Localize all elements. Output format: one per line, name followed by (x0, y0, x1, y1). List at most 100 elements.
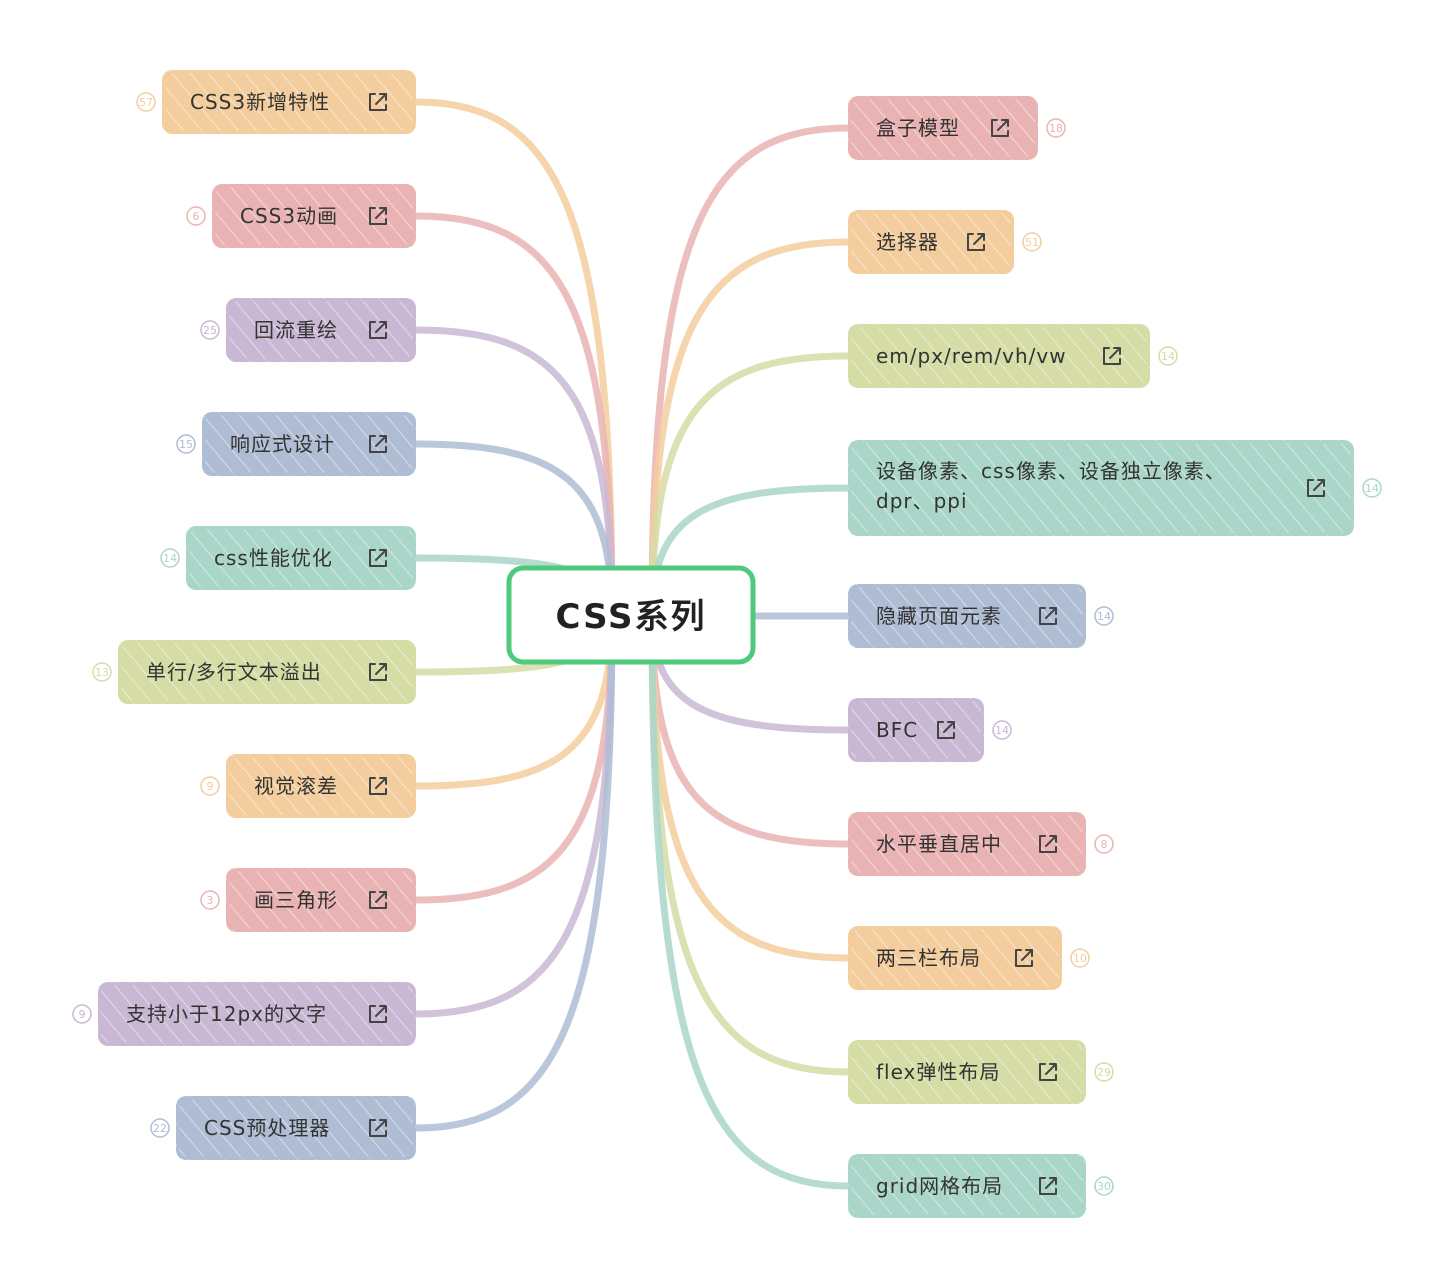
connector-preprocessor (412, 611, 616, 1132)
topic-label: 单行/多行文本溢出 (146, 660, 322, 684)
topic-label: BFC (876, 718, 918, 742)
child-count-text: 14 (995, 724, 1009, 737)
child-count-badge[interactable]: 51 (1022, 232, 1042, 252)
child-count-badge[interactable]: 22 (150, 1118, 170, 1138)
child-count-badge[interactable]: 3 (200, 890, 220, 910)
topic-label: 画三角形 (254, 888, 338, 912)
root-topic-label: CSS系列 (555, 597, 706, 637)
child-count-text: 15 (179, 438, 193, 451)
external-link-icon[interactable] (369, 93, 387, 111)
external-link-icon[interactable] (369, 321, 387, 339)
topic-label: 两三栏布局 (876, 946, 981, 970)
child-count-badge[interactable]: 14 (1158, 346, 1178, 366)
topic-preprocessor[interactable]: CSS预处理器 22 (150, 1096, 416, 1160)
child-count-badge[interactable]: 14 (160, 548, 180, 568)
external-link-icon[interactable] (1039, 835, 1057, 853)
child-count-badge[interactable]: 29 (1094, 1062, 1114, 1082)
child-count-text: 14 (163, 552, 177, 565)
topic-label: flex弹性布局 (876, 1060, 1000, 1084)
external-link-icon[interactable] (369, 777, 387, 795)
topic-pixels[interactable]: 设备像素、css像素、设备独立像素、 dpr、ppi 14 (848, 440, 1382, 536)
topic-reflow-repaint[interactable]: 回流重绘 25 (200, 298, 416, 362)
topic-bfc[interactable]: BFC 14 (848, 698, 1012, 762)
topic-column-layout[interactable]: 两三栏布局 10 (848, 926, 1090, 990)
child-count-text: 22 (153, 1122, 167, 1135)
external-link-icon[interactable] (1039, 1177, 1057, 1195)
external-link-icon[interactable] (1103, 347, 1121, 365)
external-link-icon[interactable] (369, 549, 387, 567)
external-link-icon[interactable] (1015, 949, 1033, 967)
child-count-text: 8 (1101, 838, 1108, 851)
child-count-badge[interactable]: 14 (1362, 478, 1382, 498)
external-link-icon[interactable] (937, 721, 955, 739)
child-count-text: 14 (1161, 350, 1175, 363)
child-count-text: 9 (79, 1008, 86, 1021)
topic-label: em/px/rem/vh/vw (876, 344, 1067, 368)
child-count-badge[interactable]: 18 (1046, 118, 1066, 138)
topic-triangle[interactable]: 画三角形 3 (200, 868, 416, 932)
child-count-badge[interactable]: 9 (72, 1004, 92, 1024)
external-link-icon[interactable] (991, 119, 1009, 137)
external-link-icon[interactable] (369, 207, 387, 225)
external-link-icon[interactable] (967, 233, 985, 251)
topic-parallax[interactable]: 视觉滚差 9 (200, 754, 416, 818)
topic-label: 选择器 (876, 230, 939, 254)
child-count-badge[interactable]: 6 (186, 206, 206, 226)
topic-css-performance[interactable]: css性能优化 14 (160, 526, 416, 590)
child-count-badge[interactable]: 15 (176, 434, 196, 454)
child-count-text: 10 (1073, 952, 1087, 965)
child-count-badge[interactable]: 14 (992, 720, 1012, 740)
topic-small-font[interactable]: 支持小于12px的文字 9 (72, 982, 416, 1046)
topic-units[interactable]: em/px/rem/vh/vw 14 (848, 324, 1178, 388)
topic-label: 隐藏页面元素 (876, 604, 1002, 628)
topic-label: 支持小于12px的文字 (126, 1002, 327, 1026)
external-link-icon[interactable] (1039, 1063, 1057, 1081)
child-count-badge[interactable]: 14 (1094, 606, 1114, 626)
root-topic-box (506, 565, 756, 665)
root-topic[interactable]: CSS系列 (506, 565, 756, 665)
connector-reflow-repaint (412, 326, 616, 619)
child-count-badge[interactable]: 8 (1094, 834, 1114, 854)
topic-label: 视觉滚差 (254, 774, 338, 798)
child-count-text: 18 (1049, 122, 1063, 135)
child-count-badge[interactable]: 57 (136, 92, 156, 112)
topic-flex-layout[interactable]: flex弹性布局 29 (848, 1040, 1114, 1104)
external-link-icon[interactable] (369, 663, 387, 681)
child-count-text: 29 (1097, 1066, 1111, 1079)
child-count-badge[interactable]: 10 (1070, 948, 1090, 968)
child-count-badge[interactable]: 13 (92, 662, 112, 682)
topic-label: CSS预处理器 (204, 1116, 330, 1140)
topic-css3-new-features[interactable]: CSS3新增特性 57 (136, 70, 416, 134)
topic-label: CSS3新增特性 (190, 90, 330, 114)
external-link-icon[interactable] (369, 1119, 387, 1137)
child-count-badge[interactable]: 30 (1094, 1176, 1114, 1196)
external-link-icon[interactable] (369, 435, 387, 453)
topic-label: 设备像素、css像素、设备独立像素、 (876, 459, 1226, 483)
topic-text-overflow[interactable]: 单行/多行文本溢出 13 (92, 640, 416, 704)
topic-selectors[interactable]: 选择器 51 (848, 210, 1042, 274)
topic-label: dpr、ppi (876, 489, 968, 513)
connector-units (648, 352, 852, 619)
connector-css3-animation (412, 212, 616, 619)
child-count-text: 6 (193, 210, 200, 223)
topic-label: 回流重绘 (254, 318, 338, 342)
external-link-icon[interactable] (369, 1005, 387, 1023)
child-count-badge[interactable]: 9 (200, 776, 220, 796)
external-link-icon[interactable] (369, 891, 387, 909)
connector-grid-layout (648, 611, 852, 1190)
child-count-text: 51 (1025, 236, 1039, 249)
topic-hide-elements[interactable]: 隐藏页面元素 14 (848, 584, 1114, 648)
topic-label: css性能优化 (214, 546, 333, 570)
connector-selectors (648, 238, 852, 619)
child-count-text: 14 (1097, 610, 1111, 623)
external-link-icon[interactable] (1307, 479, 1325, 497)
external-link-icon[interactable] (1039, 607, 1057, 625)
child-count-badge[interactable]: 25 (200, 320, 220, 340)
